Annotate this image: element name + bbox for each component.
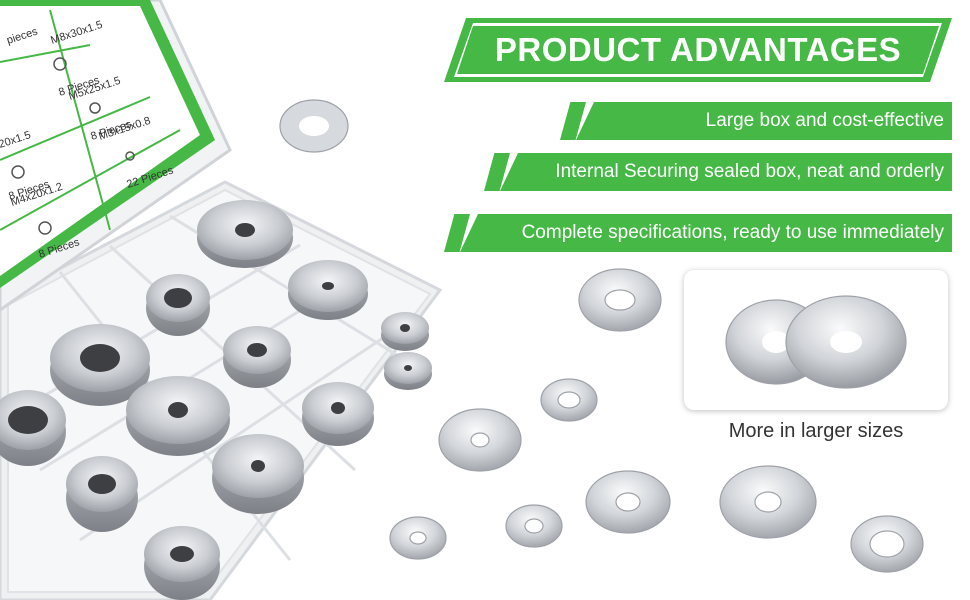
product-advantages-banner: PRODUCT ADVANTAGES: [444, 18, 952, 82]
product-box-illustration: pieces M8x30x1.5 8 Pieces M5x25x1.5 8 Pi…: [0, 0, 443, 600]
washer-stack: [197, 200, 293, 268]
feature-text-2: Internal Securing sealed box, neat and o…: [500, 153, 952, 191]
washer-stacks: [0, 200, 432, 600]
larger-sizes-card: [684, 270, 948, 410]
feature-bar-2: Internal Securing sealed box, neat and o…: [484, 153, 952, 191]
washer-stack: [146, 274, 210, 336]
washer-icon: [850, 515, 924, 573]
washer-stack: [144, 526, 220, 600]
washer-icon: [585, 470, 671, 534]
inset-caption: More in larger sizes: [728, 420, 904, 442]
washer-stack: [0, 390, 66, 466]
washer-stack: [50, 324, 150, 406]
washer-stack: [212, 434, 304, 514]
washer-icon: [785, 295, 907, 389]
washer-stack: [302, 382, 374, 446]
washer-stack: [381, 312, 429, 351]
washer-icon: [389, 516, 447, 560]
washer-stack: [126, 376, 230, 456]
washer-stack: [384, 352, 432, 390]
washer-stack: [288, 260, 368, 320]
washer-icon: [279, 99, 349, 153]
washer-icon: [719, 465, 817, 539]
box-lid: pieces M8x30x1.5 8 Pieces M5x25x1.5 8 Pi…: [0, 0, 232, 312]
loose-washers: [389, 268, 924, 573]
washer-stack: [66, 456, 138, 532]
washer-icon: [540, 378, 598, 422]
feature-text-3: Complete specifications, ready to use im…: [460, 214, 952, 252]
feature-bar-3: Complete specifications, ready to use im…: [444, 214, 952, 252]
banner-title: PRODUCT ADVANTAGES: [494, 31, 902, 68]
washer-stack: [223, 326, 291, 388]
large-washers-image: [725, 295, 907, 389]
washer-icon: [438, 408, 522, 472]
feature-bar-1: Large box and cost-effective: [560, 102, 952, 140]
feature-text-1: Large box and cost-effective: [576, 102, 952, 140]
washer-icon: [505, 504, 563, 548]
washer-icon: [578, 268, 662, 332]
